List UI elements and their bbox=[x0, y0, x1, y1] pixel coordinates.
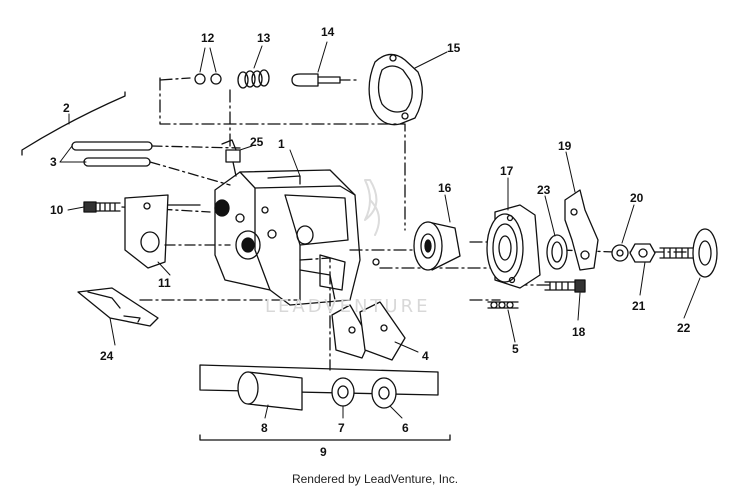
gasket-part-15 bbox=[368, 53, 423, 126]
o-rings-part-12 bbox=[194, 73, 222, 85]
callout-7: 7 bbox=[338, 421, 345, 435]
bracket-part-19 bbox=[564, 189, 599, 271]
callout-3: 3 bbox=[50, 155, 57, 169]
callout-10: 10 bbox=[50, 203, 64, 217]
bracket-part-9 bbox=[199, 434, 451, 441]
plate-part-11 bbox=[124, 194, 231, 269]
callout-18: 18 bbox=[572, 325, 586, 339]
callout-12: 12 bbox=[201, 31, 215, 45]
callout-6: 6 bbox=[402, 421, 409, 435]
bolt-part-18 bbox=[544, 279, 586, 293]
callout-8: 8 bbox=[261, 421, 268, 435]
knob-part-22 bbox=[659, 228, 718, 278]
roller-part-8 bbox=[237, 371, 303, 411]
plates-part-4 bbox=[331, 301, 406, 361]
callout-2: 2 bbox=[63, 101, 70, 115]
callout-4: 4 bbox=[422, 349, 429, 363]
callout-16: 16 bbox=[438, 181, 452, 195]
callout-22: 22 bbox=[677, 321, 691, 335]
watermark-text: LEADVENTURE bbox=[265, 296, 430, 317]
callout-15: 15 bbox=[447, 41, 461, 55]
plunger-part-14 bbox=[291, 73, 341, 87]
spring-part-13 bbox=[237, 69, 270, 89]
callout-9: 9 bbox=[320, 445, 327, 459]
bracket-part-2 bbox=[21, 91, 126, 156]
callout-19: 19 bbox=[558, 139, 572, 153]
cover-part-17 bbox=[486, 204, 541, 289]
washer-part-7 bbox=[331, 377, 355, 407]
fitting-part-25 bbox=[221, 139, 241, 177]
callout-5: 5 bbox=[512, 342, 519, 356]
callout-14: 14 bbox=[321, 25, 335, 39]
footer-credit: Rendered by LeadVenture, Inc. bbox=[291, 472, 459, 486]
group-outline-part-9 bbox=[199, 364, 439, 396]
seal-part-23 bbox=[546, 234, 568, 270]
callout-1: 1 bbox=[278, 137, 285, 151]
housing-part-1 bbox=[214, 169, 380, 306]
washer-part-6 bbox=[371, 377, 397, 409]
valve-part-16 bbox=[413, 221, 461, 271]
washer-part-20 bbox=[611, 244, 629, 262]
clip-part-24 bbox=[77, 287, 159, 327]
nut-part-21 bbox=[629, 243, 656, 263]
callout-24: 24 bbox=[100, 349, 114, 363]
spring-part-5 bbox=[487, 301, 519, 309]
callout-13: 13 bbox=[257, 31, 271, 45]
callout-17: 17 bbox=[500, 164, 514, 178]
pins-part-3 bbox=[71, 141, 241, 186]
callout-20: 20 bbox=[630, 191, 644, 205]
callout-23: 23 bbox=[537, 183, 551, 197]
watermark-logo bbox=[364, 179, 380, 236]
callout-25: 25 bbox=[250, 135, 264, 149]
callout-11: 11 bbox=[158, 276, 171, 290]
callout-21: 21 bbox=[632, 299, 646, 313]
